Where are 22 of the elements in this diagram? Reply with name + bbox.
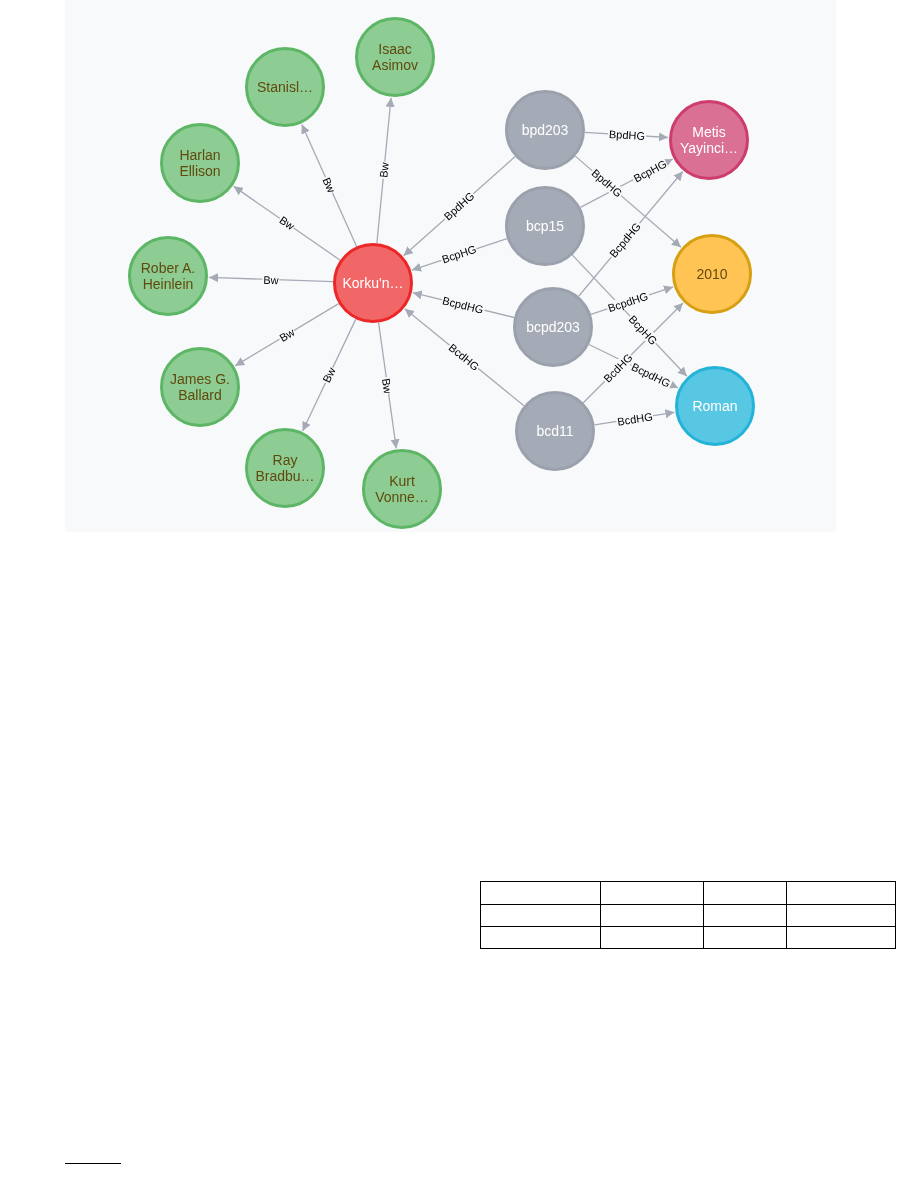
- node-label: Metis Yayinci…: [678, 124, 740, 156]
- node-label: Ray Bradbu…: [254, 452, 316, 484]
- node-label: Stanisl…: [256, 79, 314, 95]
- node-label: 2010: [695, 266, 729, 282]
- node-label: Korku'n…: [341, 275, 405, 291]
- node-label: James G. Ballard: [169, 371, 231, 403]
- node-label: bcpd203: [525, 319, 581, 335]
- arrow: [234, 302, 340, 367]
- node-label: Isaac Asimov: [371, 41, 419, 73]
- arrow: [208, 273, 334, 283]
- node-label: bpd203: [520, 122, 570, 138]
- node-label: Rober A. Heinlein: [139, 260, 197, 292]
- arrow: [301, 318, 357, 432]
- node-label: Roman: [691, 398, 739, 414]
- edge-label: Bw: [262, 273, 280, 286]
- arrow: [376, 97, 395, 244]
- edge-label: Bw: [377, 161, 391, 180]
- node-label: Kurt Vonne…: [374, 473, 430, 505]
- node-label: bcd11: [535, 423, 575, 439]
- node-label: bcp15: [524, 218, 566, 234]
- arrow: [301, 123, 358, 248]
- node-label: Harlan Ellison: [178, 147, 222, 179]
